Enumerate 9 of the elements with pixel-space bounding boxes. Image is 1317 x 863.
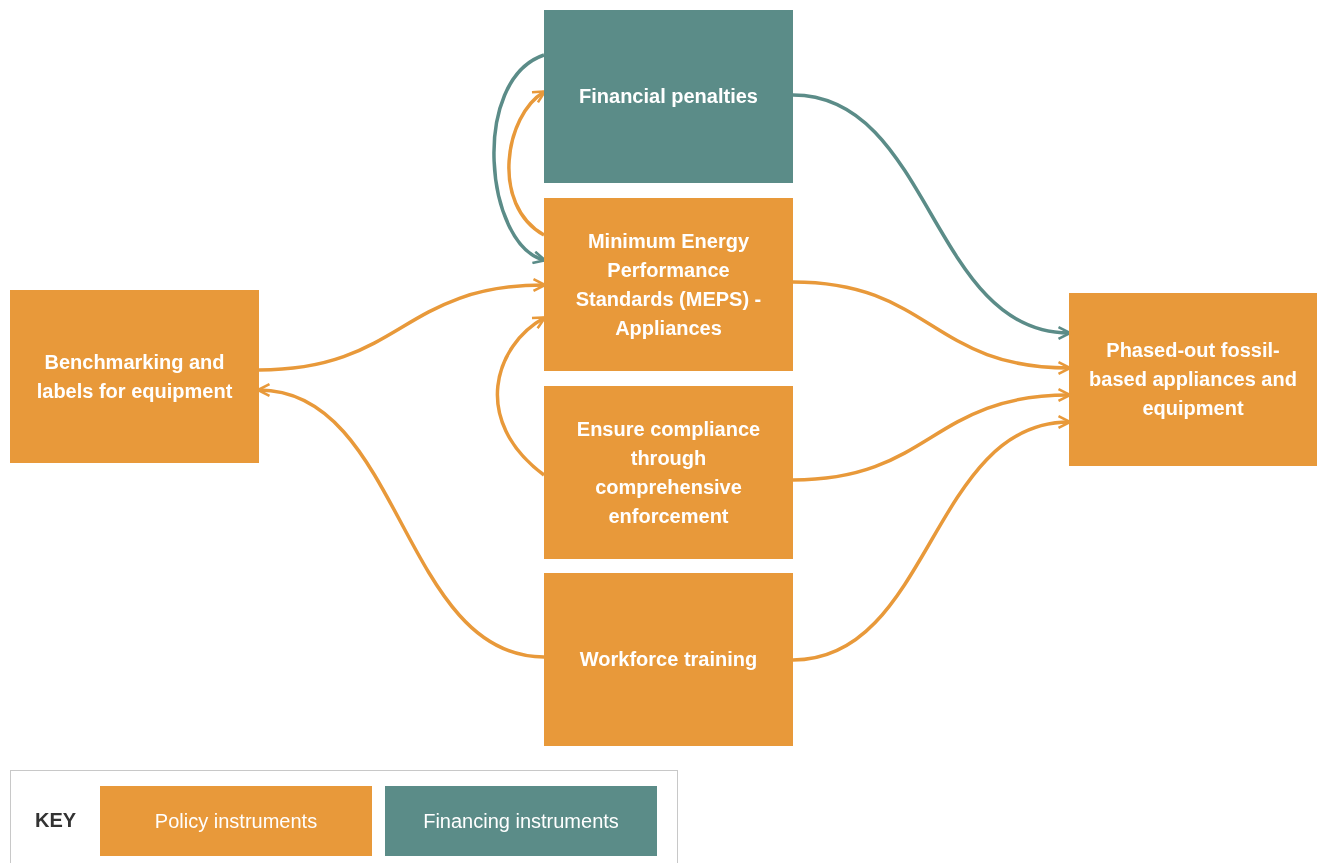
policy-box: Minimum Energy Performance Standards (MEPS) - Appliances — [544, 198, 793, 371]
policy-box: Benchmarking and labels for equipment — [10, 290, 259, 463]
financing-box: Financial penalties — [544, 10, 793, 183]
legend-title: KEY — [35, 809, 77, 832]
policy-box: Phased-out fossil-based appliances and equipment — [1069, 293, 1317, 466]
legend-swatch: Financing instruments — [385, 786, 657, 856]
policy-box: Ensure compliance through comprehensive enforcement — [544, 386, 793, 559]
policy-box: Workforce training — [544, 573, 793, 746]
legend-swatch: Policy instruments — [100, 786, 372, 856]
